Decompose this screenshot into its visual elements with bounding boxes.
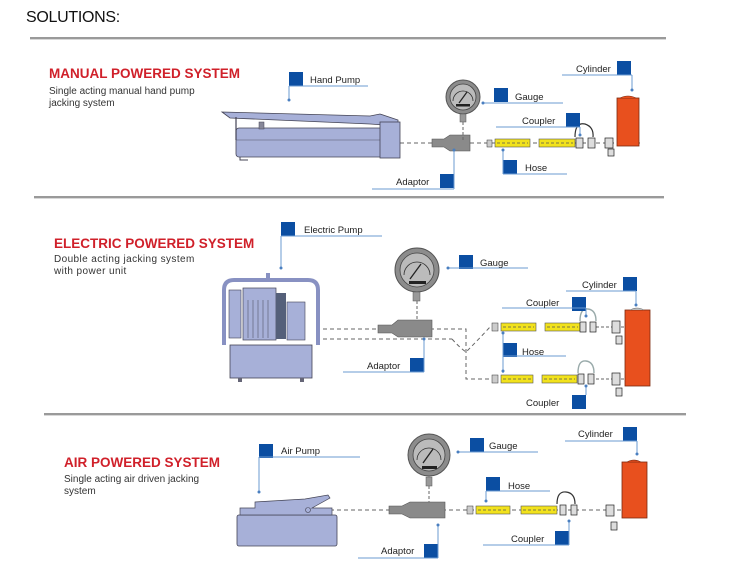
- description-line: jacking system: [49, 98, 115, 109]
- electric-pump-icon: [222, 273, 320, 382]
- callout-coupler-bottom: [572, 384, 588, 409]
- label-gauge: Gauge: [489, 441, 518, 452]
- section-description: Single acting manual hand pump jacking s…: [49, 86, 195, 110]
- section-title: ELECTRIC POWERED SYSTEM: [54, 236, 255, 251]
- coupler-icon: [574, 123, 615, 157]
- section-title: AIR POWERED SYSTEM: [64, 455, 221, 470]
- label-adaptor: Adaptor: [367, 361, 401, 372]
- hose-icon: [491, 322, 581, 332]
- adaptor-icon: [388, 501, 446, 519]
- label-cylinder: Cylinder: [578, 429, 613, 440]
- coupler-icon: [556, 491, 618, 531]
- label-cylinder: Cylinder: [576, 64, 611, 75]
- label-adaptor: Adaptor: [396, 177, 430, 188]
- label-gauge: Gauge: [515, 92, 544, 103]
- divider-middle: [34, 196, 664, 199]
- divider-bottom: [44, 413, 686, 416]
- hose-icon: [491, 374, 578, 384]
- air-pump-icon: [236, 494, 338, 547]
- section-description: Double acting jacking system with power …: [54, 254, 195, 278]
- gauge-icon: [394, 247, 440, 320]
- description-line: Single acting manual hand pump: [49, 86, 195, 97]
- cylinder-icon: [616, 95, 640, 147]
- description-line: Single acting air driven jacking: [64, 474, 200, 485]
- label-coupler: Coupler: [522, 116, 556, 127]
- label-adaptor: Adaptor: [381, 546, 415, 557]
- label-gauge: Gauge: [480, 258, 509, 269]
- label-hose: Hose: [522, 347, 545, 358]
- adaptor-icon: [377, 319, 433, 338]
- label-hose: Hose: [508, 481, 531, 492]
- page-title: SOLUTIONS:: [26, 9, 120, 26]
- label-air-pump: Air Pump: [281, 446, 321, 457]
- cylinder-icon: [621, 459, 648, 519]
- description-line: system: [64, 486, 96, 497]
- coupler-icon: [577, 360, 623, 397]
- label-coupler-bottom: Coupler: [526, 398, 560, 409]
- gauge-icon: [445, 79, 481, 140]
- description-line: with power unit: [54, 266, 127, 277]
- label-hand-pump: Hand Pump: [310, 75, 361, 86]
- gauge-icon: [407, 433, 451, 502]
- label-hose: Hose: [525, 163, 548, 174]
- adaptor-icon: [431, 134, 471, 152]
- label-coupler-top: Coupler: [526, 298, 560, 309]
- section-description: Single acting air driven jacking system: [64, 474, 199, 498]
- divider-top: [30, 37, 666, 40]
- hand-pump-icon: [220, 111, 401, 161]
- hose-icon: [466, 505, 558, 515]
- hose-icon: [486, 138, 576, 148]
- section-title: MANUAL POWERED SYSTEM: [49, 66, 241, 81]
- coupler-icon: [579, 308, 623, 345]
- label-coupler: Coupler: [511, 534, 545, 545]
- label-electric-pump: Electric Pump: [304, 225, 363, 236]
- label-cylinder: Cylinder: [582, 280, 617, 291]
- cylinder-icon: [624, 307, 651, 387]
- description-line: Double acting jacking system: [54, 254, 195, 265]
